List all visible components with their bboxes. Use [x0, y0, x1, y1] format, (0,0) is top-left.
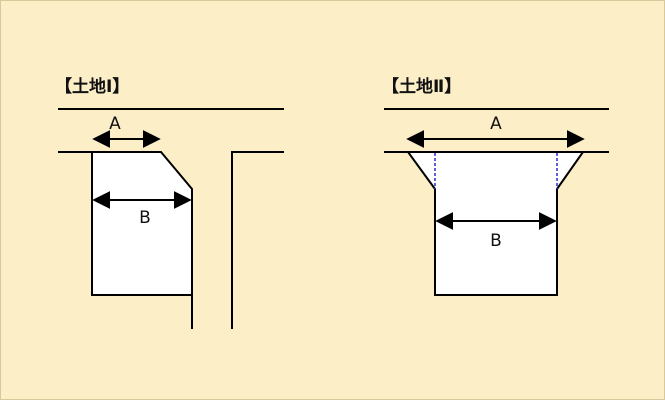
land-2-dimension-b-label: B: [490, 231, 502, 251]
land-2-figure: [384, 108, 609, 296]
land-1-dimension-b-label: B: [139, 208, 151, 228]
land-1-lot-outline: [91, 151, 193, 296]
land-2-title: 【土地Ⅱ】: [382, 77, 462, 97]
land-1-title: 【土地Ⅰ】: [55, 77, 130, 97]
land-2-dimension-a-label: A: [490, 114, 502, 134]
land-1-figure: [58, 108, 284, 329]
land-1-side-road-right: [231, 151, 284, 329]
land-1-dimension-a-label: A: [109, 114, 121, 134]
